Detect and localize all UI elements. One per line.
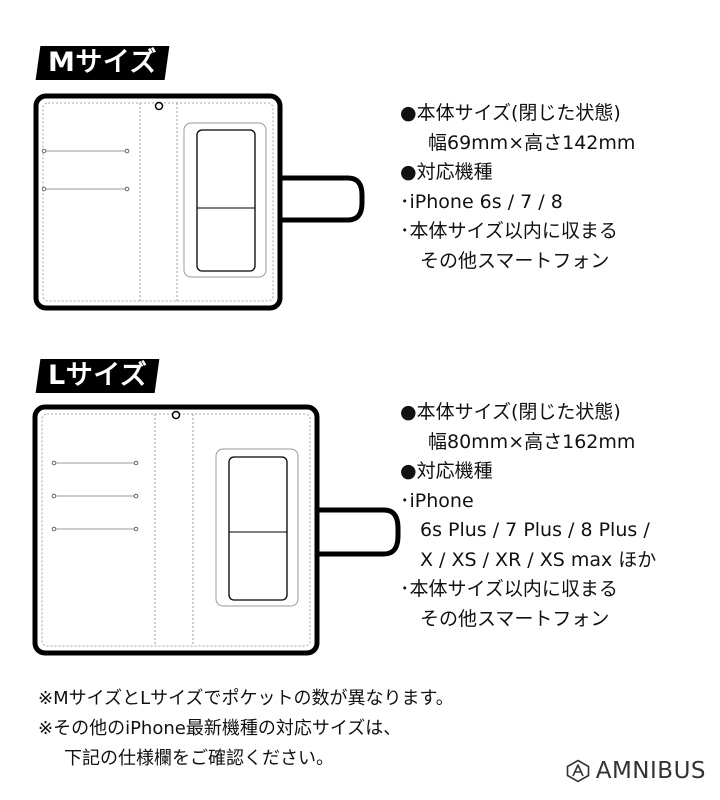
brand-logo: AMNIBUS [566, 758, 706, 784]
l-spec-line: X / XS / XR / XS max ほか [420, 548, 657, 571]
l-spec-line: ●対応機種 [400, 460, 493, 482]
footnote-line: ※その他のiPhone最新機種の対応サイズは、 [38, 718, 402, 739]
l-spec-line: 6s Plus / 7 Plus / 8 Plus / [420, 519, 650, 541]
m-spec-line: ･iPhone 6s / 7 / 8 [400, 190, 563, 213]
l-spec-line: ●本体サイズ(閉じた状態) [400, 401, 621, 423]
m-size-case-diagram [33, 93, 365, 311]
m-phone-holder-inner [196, 129, 256, 272]
l-spec-line: 幅80mm×高さ162mm [428, 430, 636, 453]
l-size-label: Lサイズ [35, 359, 160, 393]
l-size-specs: ●本体サイズ(閉じた状態) 幅80mm×高さ162mm ●対応機種 ･iPhon… [400, 398, 656, 634]
m-spec-line: ●対応機種 [400, 161, 493, 183]
m-spec-line: ･本体サイズ以内に収まる [400, 220, 618, 242]
m-size-label: Mサイズ [35, 46, 170, 80]
amnibus-logo-icon [566, 759, 590, 783]
m-spec-line: ●本体サイズ(閉じた状態) [400, 102, 621, 124]
m-case-strap [272, 175, 365, 223]
m-case-grommet [154, 101, 164, 111]
footnote-line: 下記の仕様欄をご確認ください。 [64, 748, 334, 769]
l-size-case-diagram [32, 404, 401, 656]
m-spec-line: その他スマートフォン [420, 249, 610, 272]
l-spec-line: ･iPhone [400, 489, 474, 512]
m-spec-line: 幅69mm×高さ142mm [428, 131, 636, 154]
l-spec-line: その他スマートフォン [420, 607, 610, 630]
l-spec-line: ･本体サイズ以内に収まる [400, 578, 618, 600]
footnotes: ※MサイズとLサイズでポケットの数が異なります。 ※その他のiPhone最新機種… [38, 684, 454, 774]
footnote-line: ※MサイズとLサイズでポケットの数が異なります。 [38, 688, 454, 709]
l-case-grommet [171, 410, 181, 420]
brand-name: AMNIBUS [595, 758, 706, 784]
m-size-specs: ●本体サイズ(閉じた状態) 幅69mm×高さ142mm ●対応機種 ･iPhon… [400, 99, 635, 276]
l-case-strap [309, 507, 401, 557]
l-phone-holder-inner [228, 456, 288, 601]
